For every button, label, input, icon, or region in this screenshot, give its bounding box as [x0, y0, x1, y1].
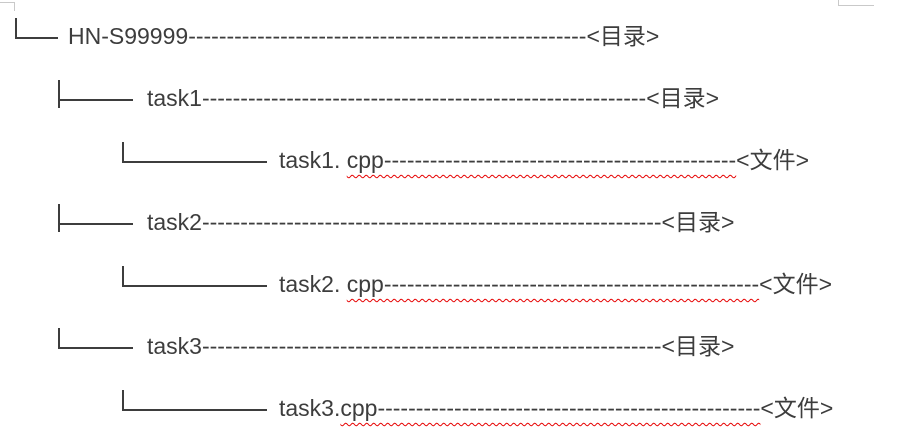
node-type-label: <文件>: [760, 395, 834, 421]
tree-corner-icon: [122, 142, 267, 163]
tree-row-text: task1. cpp------------------------------…: [279, 129, 809, 191]
node-type-label: <文件>: [736, 147, 810, 173]
tree-row: task3.cpp-------------------------------…: [0, 377, 909, 438]
tree-row-text: task2. cpp------------------------------…: [279, 253, 832, 315]
dash-fill: ----------------------------------------…: [201, 333, 662, 359]
node-name: HN-S99999: [68, 23, 189, 49]
tree-row: task2. cpp------------------------------…: [0, 253, 909, 315]
tree-corner-icon: [122, 266, 267, 287]
tree-row: task2-----------------------------------…: [0, 191, 909, 253]
dash-fill: ----------------------------------------…: [188, 23, 587, 49]
tree-row-text: task3.cpp-------------------------------…: [279, 377, 833, 438]
node-name: task1.: [279, 147, 347, 173]
node-type-label: <文件>: [759, 271, 833, 297]
node-name: task3.: [279, 395, 341, 421]
node-type-label: <目录>: [661, 333, 735, 359]
tree-corner-icon: [122, 390, 267, 411]
tree-row-text: HN-S99999-------------------------------…: [68, 5, 659, 67]
misspelled-run: cpp-------------------------------------…: [346, 147, 737, 173]
tree-row: task1. cpp------------------------------…: [0, 129, 909, 191]
node-name: task1: [147, 85, 202, 111]
node-type-label: <目录>: [646, 85, 720, 111]
tree-corner-icon: [58, 328, 133, 349]
tree-row: task3-----------------------------------…: [0, 315, 909, 377]
node-type-label: <目录>: [661, 209, 735, 235]
tree-row-text: task2-----------------------------------…: [147, 191, 734, 253]
node-name: task3: [147, 333, 202, 359]
misspelled-run: cpp-------------------------------------…: [340, 395, 761, 421]
tree-corner-icon: [15, 18, 58, 39]
tree-row-text: task3-----------------------------------…: [147, 315, 734, 377]
tree-row-text: task1-----------------------------------…: [147, 67, 719, 129]
tree-row: HN-S99999-------------------------------…: [0, 5, 909, 67]
node-name: task2: [147, 209, 202, 235]
node-type-label: <目录>: [586, 23, 660, 49]
dash-fill: ----------------------------------------…: [201, 209, 662, 235]
node-name: task2.: [279, 271, 347, 297]
misspelled-run: cpp-------------------------------------…: [346, 271, 760, 297]
tree-row: task1-----------------------------------…: [0, 67, 909, 129]
table-corner-mark-icon: [838, 0, 874, 6]
file-tree: HN-S99999-------------------------------…: [0, 5, 909, 438]
dash-fill: ----------------------------------------…: [201, 85, 647, 111]
tree-tee-icon: [58, 80, 133, 108]
tree-tee-icon: [58, 204, 133, 232]
table-corner-mark-icon: [0, 2, 15, 11]
